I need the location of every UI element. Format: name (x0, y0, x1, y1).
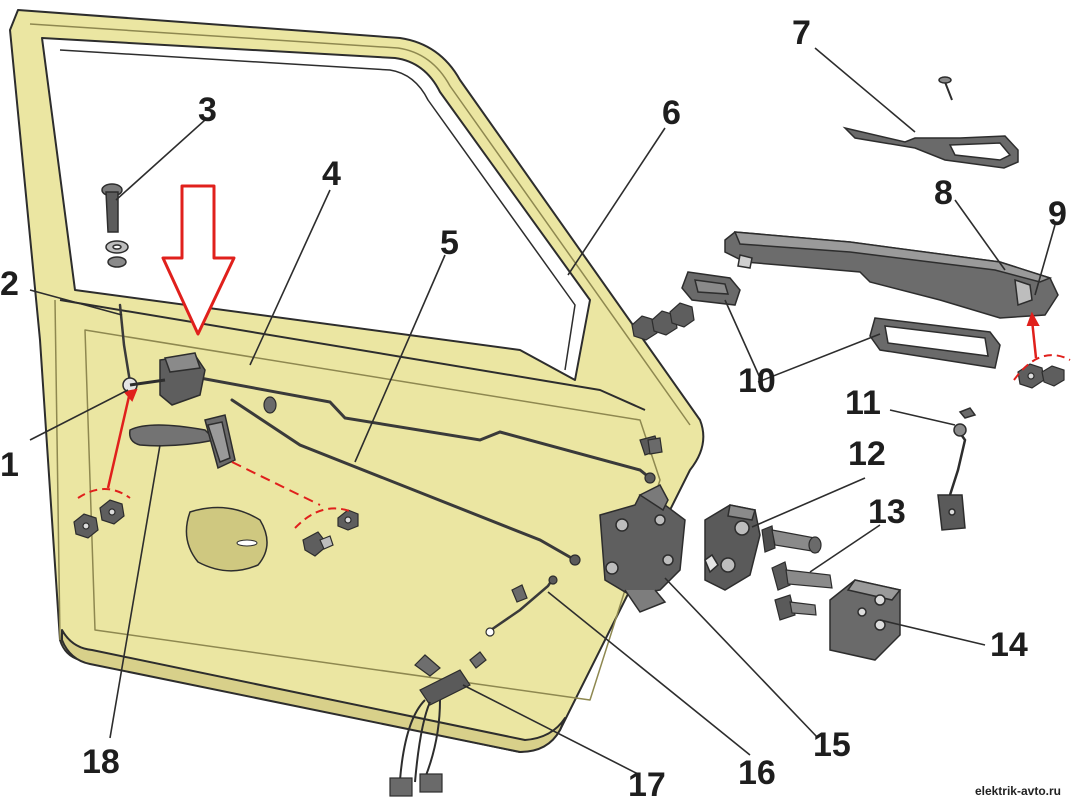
leader-lines (29, 47, 1056, 776)
screw-4 (263, 396, 277, 414)
inner-door-handle (128, 414, 236, 470)
screws-18 (302, 509, 359, 557)
callout-2: 2 (0, 265, 19, 303)
striker-bolts (761, 525, 833, 621)
striker-plate (829, 579, 902, 661)
callout-1: 1 (0, 446, 19, 484)
nuts-10 (631, 302, 695, 341)
callout-3: 3 (198, 91, 217, 129)
callout-4: 4 (322, 155, 341, 193)
callout-11: 11 (845, 384, 881, 422)
handle-nuts (1017, 363, 1065, 389)
outer-handle-lever (842, 76, 1019, 169)
callout-16: 16 (738, 754, 776, 792)
callout-6: 6 (662, 94, 681, 132)
latch-mechanism (704, 504, 761, 591)
watermark: elektrik-avto.ru (974, 784, 1061, 798)
callout-8: 8 (934, 174, 953, 212)
callout-13: 13 (868, 493, 906, 531)
linkage-rods (118, 303, 652, 634)
callout-7: 7 (792, 14, 811, 52)
callout-18: 18 (82, 743, 120, 781)
nuts-left (73, 499, 125, 539)
callout-14: 14 (990, 626, 1028, 664)
inner-handle-recess (185, 506, 268, 572)
down-arrow-icon (161, 184, 236, 336)
lock-lever (122, 352, 206, 406)
callout-9: 9 (1048, 195, 1067, 233)
door-panel (9, 9, 705, 753)
bolt-and-washer (101, 183, 129, 268)
door-switch-wiring (389, 651, 487, 797)
callout-12: 12 (848, 435, 886, 473)
callout-5: 5 (440, 224, 459, 262)
latch-rod-bracket (937, 407, 977, 531)
callout-10: 10 (738, 362, 776, 400)
callout-15: 15 (813, 726, 851, 764)
red-indicators (77, 311, 1071, 529)
outer-door-handle (724, 231, 1059, 319)
door-latch-assembly (599, 484, 686, 613)
callout-17: 17 (628, 766, 666, 804)
panel-clips (511, 437, 663, 603)
handle-gaskets (681, 271, 1001, 369)
